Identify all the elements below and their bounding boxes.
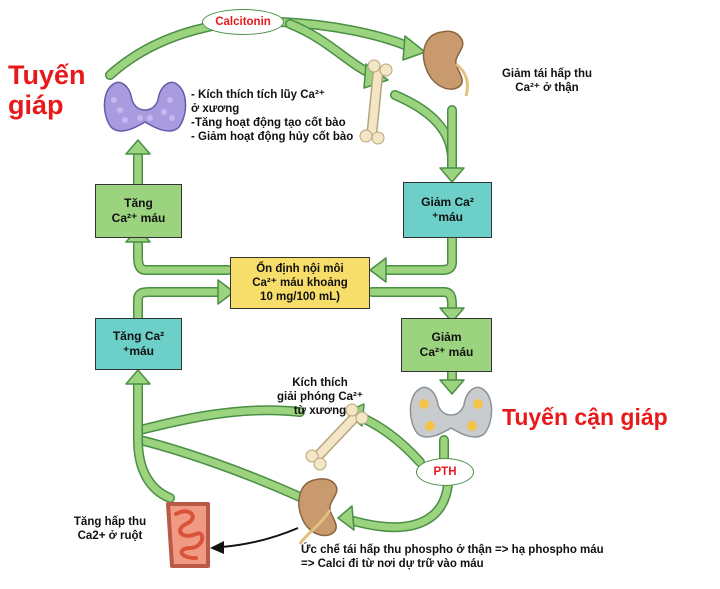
decrease-calcium-box-bottom: Giảm Ca²⁺ máu [401, 318, 492, 372]
homeostasis-center-box: Ổn định nội môi Ca²⁺ máu khoảng 10 mg/10… [230, 257, 370, 309]
bone-release-label: Kích thích giải phóng Ca²⁺ từ xương [277, 377, 363, 417]
kidney-reabsorption-label: Giảm tái hấp thu Ca²⁺ ở thận [501, 68, 593, 94]
arrow-bone-to-left [135, 405, 305, 435]
kidney-phosphate-label: Ức chế tái hấp thu phospho ở thận => hạ … [301, 544, 604, 570]
arrow-decrease-top-to-center [369, 233, 457, 283]
arrow-center-to-decrease-bottom [367, 287, 465, 323]
parathyroid-title: Tuyến cận giáp [502, 404, 668, 430]
bone-bottom-illustration [305, 403, 369, 471]
thyroid-gland-illustration [103, 81, 187, 132]
decrease-calcium-box-top: Giảm Ca² ⁺máu [403, 182, 492, 238]
thyroid-title: Tuyến giáp [8, 60, 86, 120]
arrow-decrease-to-parathyroid [439, 367, 465, 395]
increase-calcium-box-top: Tăng Ca²⁺ máu [95, 184, 182, 238]
intestine-absorption-label: Tăng hấp thu Ca2+ ở ruột [73, 516, 147, 542]
arrow-bone-to-decrease-top [390, 90, 457, 165]
kidney-top-illustration [422, 30, 470, 97]
arrow-pth-to-kidney [337, 479, 453, 533]
arrow-increase-to-thyroid [125, 139, 151, 189]
parathyroid-gland-illustration [409, 386, 493, 438]
arrow-kidney-to-decrease-top [439, 105, 465, 183]
arrow-intestine-up [125, 369, 175, 503]
arrow-kidney-to-intestine [210, 527, 299, 554]
calcitonin-label: Calcitonin [202, 9, 284, 35]
kidney-bottom-illustration [298, 478, 338, 545]
bone-effects-label: - Kích thích tích lũy Ca²⁺ ở xương -Tăng… [191, 89, 354, 143]
arrow-increase-bottom-to-center [133, 279, 235, 323]
intestine-illustration [166, 502, 210, 568]
bone-top-illustration [359, 59, 393, 145]
pth-label: PTH [416, 458, 474, 486]
arrow-kidney-to-left [135, 435, 305, 502]
increase-calcium-box-bottom: Tăng Ca² ⁺máu [95, 318, 182, 370]
arrow-center-to-increase-top [125, 227, 233, 275]
